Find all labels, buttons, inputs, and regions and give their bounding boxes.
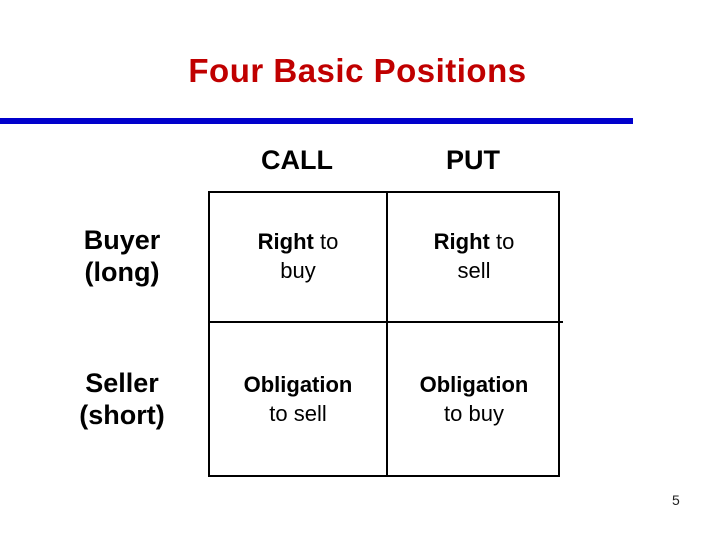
column-header-put: PUT xyxy=(446,145,500,175)
row-header-seller-line2: (short) xyxy=(79,400,165,430)
cell-rest-word: to xyxy=(313,229,339,254)
row-header-buyer-line1: Buyer xyxy=(83,225,161,255)
cell-line1: Obligation xyxy=(244,370,353,399)
table-cell-seller-put: Obligation to buy xyxy=(390,323,558,475)
table-cell-buyer-call: Right to buy xyxy=(212,193,384,319)
cell-rest-word: to xyxy=(489,229,515,254)
cell-line1: Right to xyxy=(434,227,515,256)
table-cell-buyer-put: Right to sell xyxy=(390,193,558,319)
cell-line2: sell xyxy=(457,258,491,283)
table-cell-seller-call: Obligation to sell xyxy=(212,323,384,475)
cell-lead-word: Obligation xyxy=(243,372,353,397)
cell-line2: to buy xyxy=(444,401,504,426)
column-header-call: CALL xyxy=(261,145,333,175)
cell-lead-word: Right xyxy=(433,229,490,254)
cell-lead-word: Right xyxy=(257,229,314,254)
row-header-buyer: Buyer (long) xyxy=(40,191,204,321)
slide-page-number: 5 xyxy=(672,492,680,508)
title-rule xyxy=(0,118,633,124)
cell-line1: Obligation xyxy=(420,370,529,399)
cell-lead-word: Obligation xyxy=(419,372,529,397)
table-grid xyxy=(208,191,560,477)
cell-line2: buy xyxy=(280,258,316,283)
cell-line1: Right to xyxy=(258,227,339,256)
row-header-seller-line1: Seller xyxy=(85,368,159,398)
row-header-buyer-line2: (long) xyxy=(84,257,160,287)
cell-line2: to sell xyxy=(269,401,327,426)
table-row-divider xyxy=(208,321,563,323)
slide-title: Four Basic Positions xyxy=(188,52,527,89)
row-header-seller: Seller (short) xyxy=(40,321,204,477)
table-column-divider xyxy=(386,191,388,477)
